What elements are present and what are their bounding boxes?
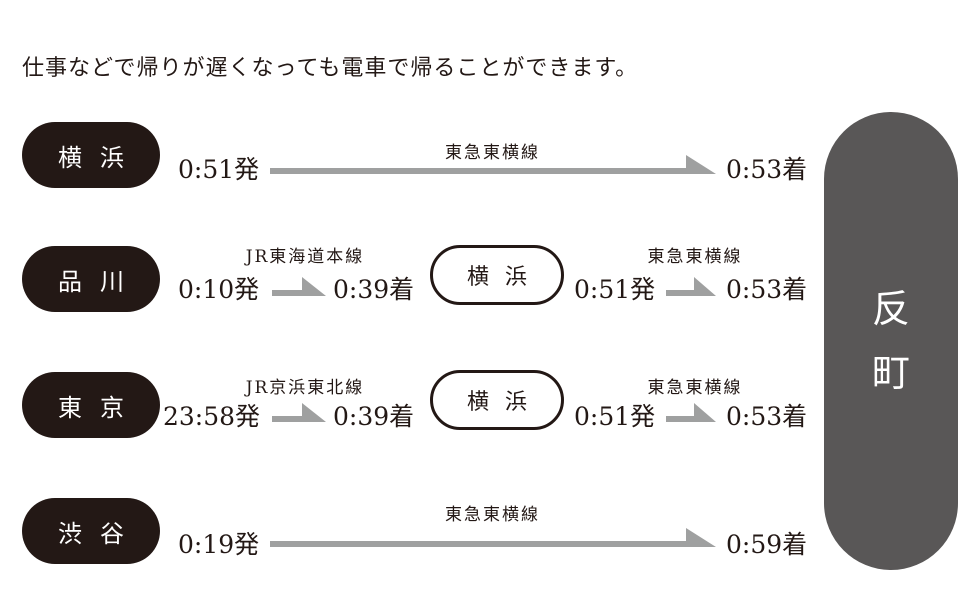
route-arrow: [270, 155, 716, 174]
arrive-time: 0:39着: [333, 402, 415, 431]
destination-char-2: 町: [871, 351, 910, 395]
line-label: 東急東横線: [647, 378, 743, 398]
origin-tokyo: 東京: [22, 372, 160, 438]
line-label: JR京浜東北線: [245, 378, 365, 398]
route-arrow: [666, 403, 716, 422]
arrive-time: 0:53着: [726, 155, 808, 184]
origin-shinagawa: 品川: [22, 246, 160, 312]
depart-time: 0:19発: [178, 530, 260, 559]
origin-shibuya: 渋谷: [22, 498, 160, 564]
depart-time: 0:51発: [574, 275, 656, 304]
route-arrow: [666, 277, 716, 296]
route-arrow: [272, 277, 326, 296]
transfer-label: 横浜: [466, 265, 543, 290]
headline: 仕事などで帰りが遅くなっても電車で帰ることができます。: [22, 56, 639, 81]
origin-label: 東京: [58, 393, 142, 422]
depart-time: 0:10発: [178, 275, 260, 304]
transfer-label: 横浜: [466, 390, 543, 415]
origin-label: 横浜: [58, 143, 142, 172]
arrive-time: 0:39着: [333, 275, 415, 304]
arrive-time: 0:53着: [726, 275, 808, 304]
line-label: JR東海道本線: [245, 247, 365, 267]
destination-char-1: 反: [871, 287, 910, 331]
origin-label: 渋谷: [58, 519, 142, 548]
line-label: 東急東横線: [445, 143, 540, 163]
route-arrow: [270, 528, 716, 547]
arrive-time: 0:53着: [726, 402, 808, 431]
destination-sorimachi: 反 町: [824, 112, 958, 570]
line-label: 東急東横線: [647, 247, 743, 267]
depart-time: 0:51発: [574, 402, 656, 431]
depart-time: 0:51発: [178, 155, 260, 184]
line-label: 東急東横線: [445, 505, 540, 525]
origin-yokohama: 横浜: [22, 122, 160, 188]
depart-time: 23:58発: [163, 402, 261, 431]
route-arrow: [272, 403, 326, 422]
transfer-yokohama: 横浜: [430, 245, 564, 305]
arrive-time: 0:59着: [726, 530, 808, 559]
origin-label: 品川: [58, 267, 142, 296]
transfer-yokohama: 横浜: [430, 370, 564, 430]
